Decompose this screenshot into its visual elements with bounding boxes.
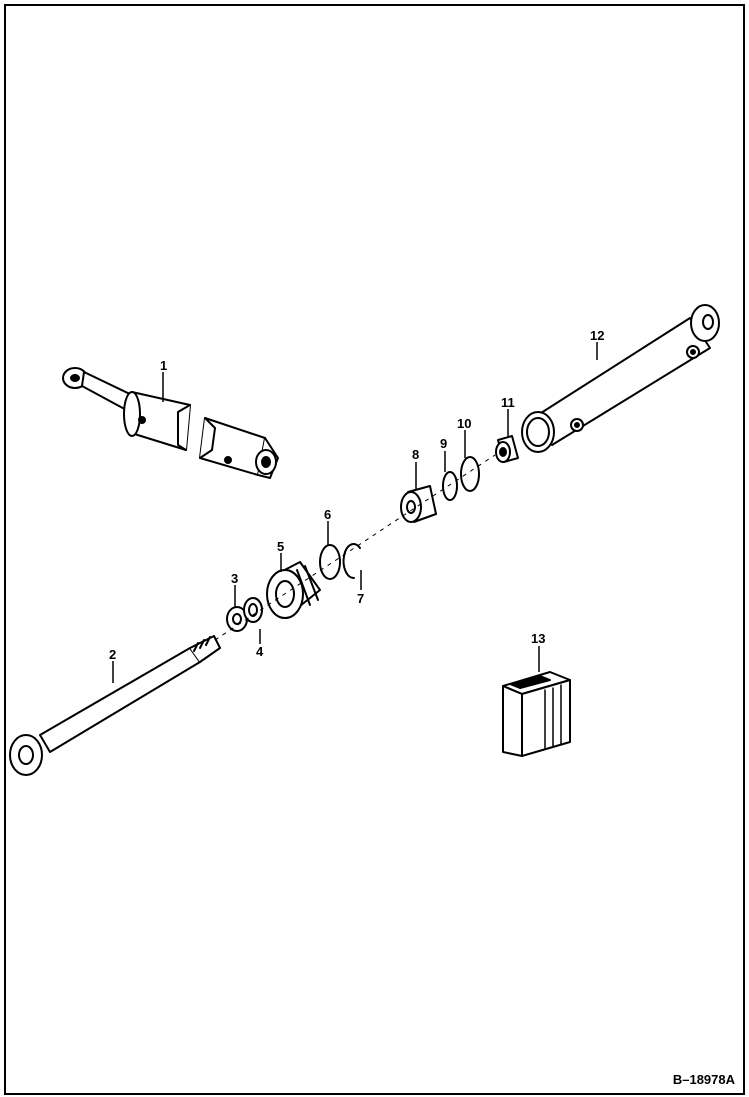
callout-6: 6: [324, 507, 331, 522]
seal-part-3: [226, 606, 248, 632]
figure-reference-code: B–18978A: [672, 1072, 735, 1087]
callout-12: 12: [590, 328, 604, 343]
callout-8: 8: [412, 447, 419, 462]
head-gland-part-5: [266, 561, 321, 619]
snap-ring-part-7: [342, 543, 361, 580]
diagram-frame: [4, 4, 745, 1095]
seal-part-9: [442, 471, 458, 501]
leader-lines: [112, 342, 598, 683]
callout-7: 7: [357, 591, 364, 606]
seal-kit-part-13: [502, 671, 571, 757]
callout-9: 9: [440, 436, 447, 451]
cylinder-assembly-part-1: [62, 367, 279, 479]
o-ring-part-6: [319, 544, 341, 580]
seal-part-10: [460, 456, 480, 492]
callout-10: 10: [457, 416, 471, 431]
callout-13: 13: [531, 631, 545, 646]
callout-11: 11: [501, 395, 515, 410]
barrel-part-12: [521, 304, 720, 453]
wiper-part-4: [243, 597, 263, 623]
callout-5: 5: [277, 539, 284, 554]
callout-2: 2: [109, 647, 116, 662]
callout-3: 3: [231, 571, 238, 586]
callout-4: 4: [256, 644, 264, 659]
callout-labels: 1 2 3 4 5 6 7 8 9 10 11 12 13: [109, 328, 604, 662]
rod-part-2: [9, 635, 221, 776]
assembly-axis-line: [214, 454, 496, 641]
callout-1: 1: [160, 358, 167, 373]
piston-part-8: [400, 485, 437, 523]
nut-part-11: [495, 435, 519, 463]
